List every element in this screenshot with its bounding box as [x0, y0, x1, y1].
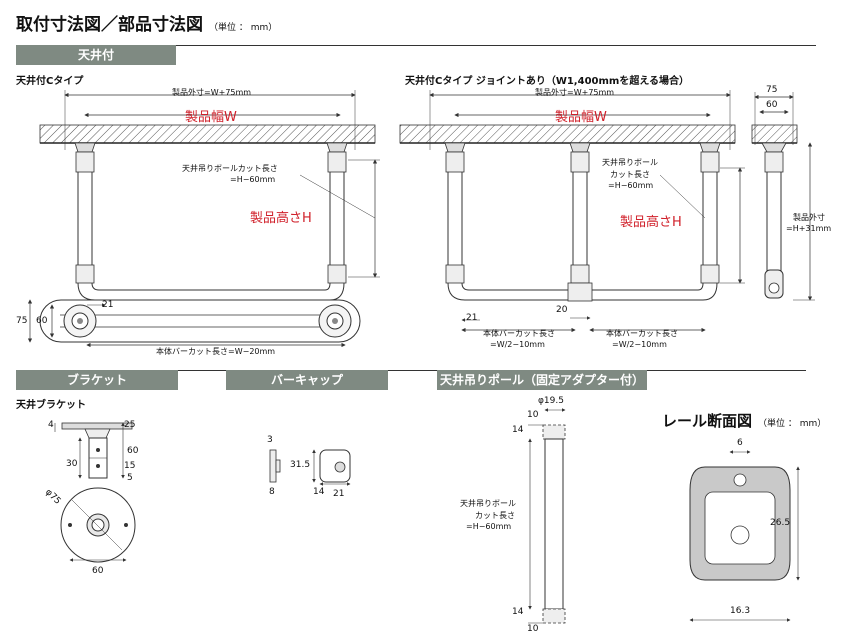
pole-cut-value: =H−60mm: [466, 522, 512, 531]
bracket-dim-60b: 60: [92, 566, 104, 576]
right-bar-cut-value-2: =W/2−10mm: [612, 340, 667, 349]
right-pole-cut-value: =H−60mm: [608, 181, 654, 190]
unit-label: （単位 ： mm）: [209, 23, 278, 33]
left-dim-21: 21: [102, 300, 114, 310]
bracket-dim-5: 5: [127, 473, 133, 483]
rail-heading: レール断面図 （単位 ： mm）: [662, 410, 826, 431]
cap-dim-31-5: 31.5: [290, 460, 311, 470]
right-product-width-label: 製品幅W: [555, 110, 607, 125]
pole-dim-10-bottom: 10: [527, 624, 539, 634]
cap-dim-14: 14: [313, 487, 325, 497]
bar-cap-drawing: [269, 449, 351, 486]
pole-dim-phi: φ19.5: [538, 396, 564, 406]
right-bar-cut-label-2: 本体バーカット長さ: [606, 329, 678, 338]
tab-pole: 天井吊りポール（固定アダプター付）: [437, 370, 647, 390]
rail-unit: （単位 ： mm）: [758, 419, 827, 429]
right-product-height-label: 製品高さH: [620, 215, 682, 230]
pole-cut-label: 天井吊りボール: [460, 499, 516, 508]
right-dim-21: 21: [466, 313, 478, 323]
left-product-height-label: 製品高さH: [250, 211, 312, 226]
left-bar-cut-label: 本体バーカット長さ=W−20mm: [156, 347, 276, 356]
bracket-subtitle: 天井ブラケット: [16, 400, 86, 411]
bracket-drawing: [54, 422, 136, 563]
left-pole-cut-value: =H−60mm: [230, 175, 276, 184]
pole-dim-10-top: 10: [527, 410, 539, 420]
pole-dim-14-bottom: 14: [512, 607, 524, 617]
left-dim-60: 60: [36, 316, 48, 326]
right-outer-width-label: 製品外寸=W+75mm: [535, 88, 615, 97]
bracket-dim-60: 60: [127, 446, 139, 456]
side-outer-height-label: 製品外寸: [793, 213, 825, 222]
pole-cut-label2: カット長さ: [475, 511, 515, 520]
bracket-dim-15: 15: [124, 461, 136, 471]
tab-bar-cap: バーキャップ: [226, 370, 388, 390]
ceiling-c-joint-drawing: [399, 90, 745, 333]
tab-ceiling: 天井付: [16, 45, 176, 65]
cap-dim-21: 21: [333, 489, 345, 499]
right-bar-cut-value-1: =W/2−10mm: [490, 340, 545, 349]
left-product-width-label: 製品幅W: [185, 110, 237, 125]
left-pole-cut-label: 天井吊りボールカット長さ: [182, 164, 278, 173]
cap-dim-8: 8: [269, 487, 275, 497]
section-rule: [16, 370, 806, 371]
left-outer-width-label: 製品外寸=W+75mm: [172, 88, 252, 97]
right-pole-cut-label2: カット長さ: [610, 170, 650, 179]
left-diagram-subtitle: 天井付Cタイプ: [16, 76, 84, 87]
rail-section-drawing: [689, 450, 800, 622]
side-dim-75: 75: [766, 85, 778, 95]
pole-dim-14-top: 14: [512, 425, 524, 435]
pole-drawing: [528, 408, 566, 624]
bracket-dim-25: 25: [124, 420, 136, 430]
left-dim-75: 75: [16, 316, 28, 326]
ceiling-c-type-drawing: [27, 90, 380, 348]
right-dim-20: 20: [556, 305, 568, 315]
header-rule: [16, 45, 816, 46]
right-pole-cut-label: 天井吊りボール: [602, 158, 658, 167]
cap-dim-3: 3: [267, 435, 273, 445]
tab-bracket: ブラケット: [16, 370, 178, 390]
side-dim-60: 60: [766, 100, 778, 110]
right-diagram-subtitle: 天井付Cタイプ ジョイントあり（W1,400mmを超える場合）: [405, 76, 690, 87]
bracket-dim-4: 4: [48, 420, 54, 430]
rail-dim-16-3: 16.3: [730, 606, 751, 616]
rail-title: レール断面図: [662, 412, 753, 430]
page-title: 取付寸法図／部品寸法図（単位 ： mm）: [16, 15, 278, 35]
side-outer-height-value: =H+31mm: [786, 224, 832, 233]
rail-dim-26-5: 26.5: [770, 518, 791, 528]
bracket-dim-30: 30: [66, 459, 78, 469]
rail-dim-6: 6: [737, 438, 743, 448]
side-view-drawing: [751, 92, 815, 301]
right-bar-cut-label-1: 本体バーカット長さ: [483, 329, 555, 338]
